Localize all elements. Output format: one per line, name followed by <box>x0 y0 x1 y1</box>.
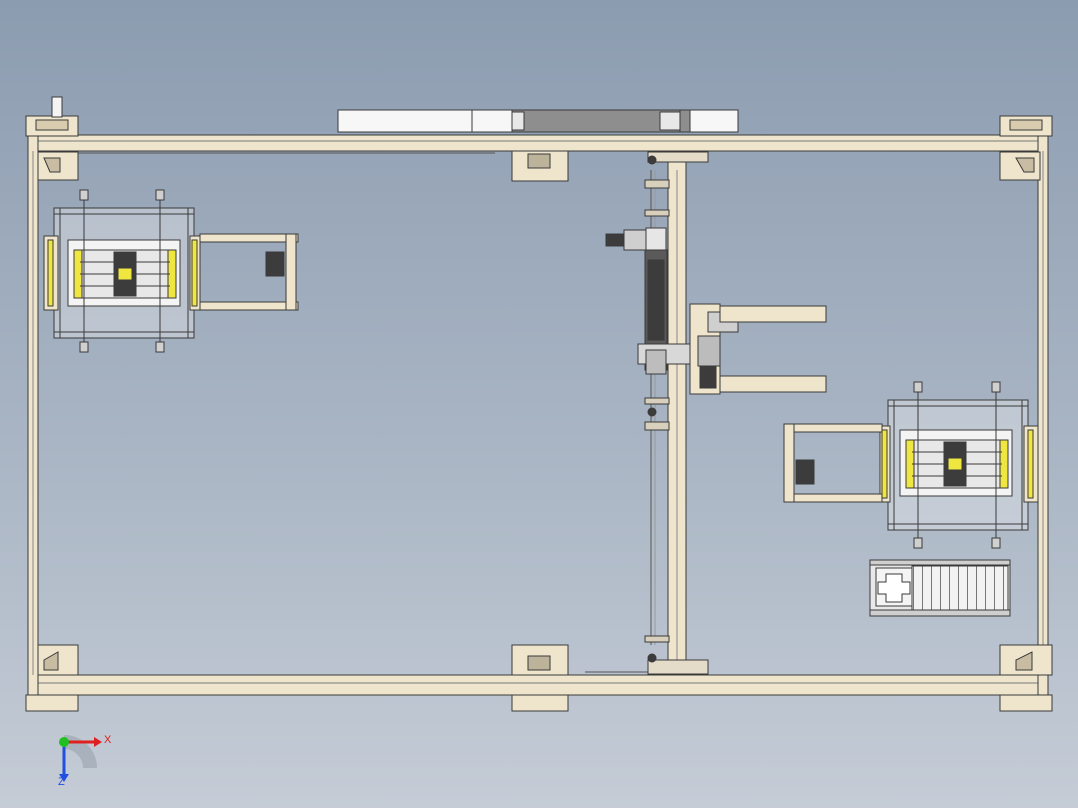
y-axis-dot <box>59 737 69 747</box>
right-conveyor-assembly <box>783 381 1039 549</box>
z-axis-label: Z <box>58 776 65 788</box>
roller-conveyor <box>869 559 1011 617</box>
top-beam <box>27 134 1049 152</box>
x-axis-label: X <box>104 734 112 746</box>
gantry-rail <box>644 151 709 675</box>
corner-feet <box>25 96 1053 712</box>
fork-upper <box>719 305 827 323</box>
fork-lower <box>719 375 827 393</box>
bottom-beam <box>27 674 1049 696</box>
left-conveyor-assembly <box>43 189 299 353</box>
axis-triad <box>59 735 102 782</box>
cable-tray <box>337 109 739 133</box>
gantry-carriage <box>605 227 827 395</box>
